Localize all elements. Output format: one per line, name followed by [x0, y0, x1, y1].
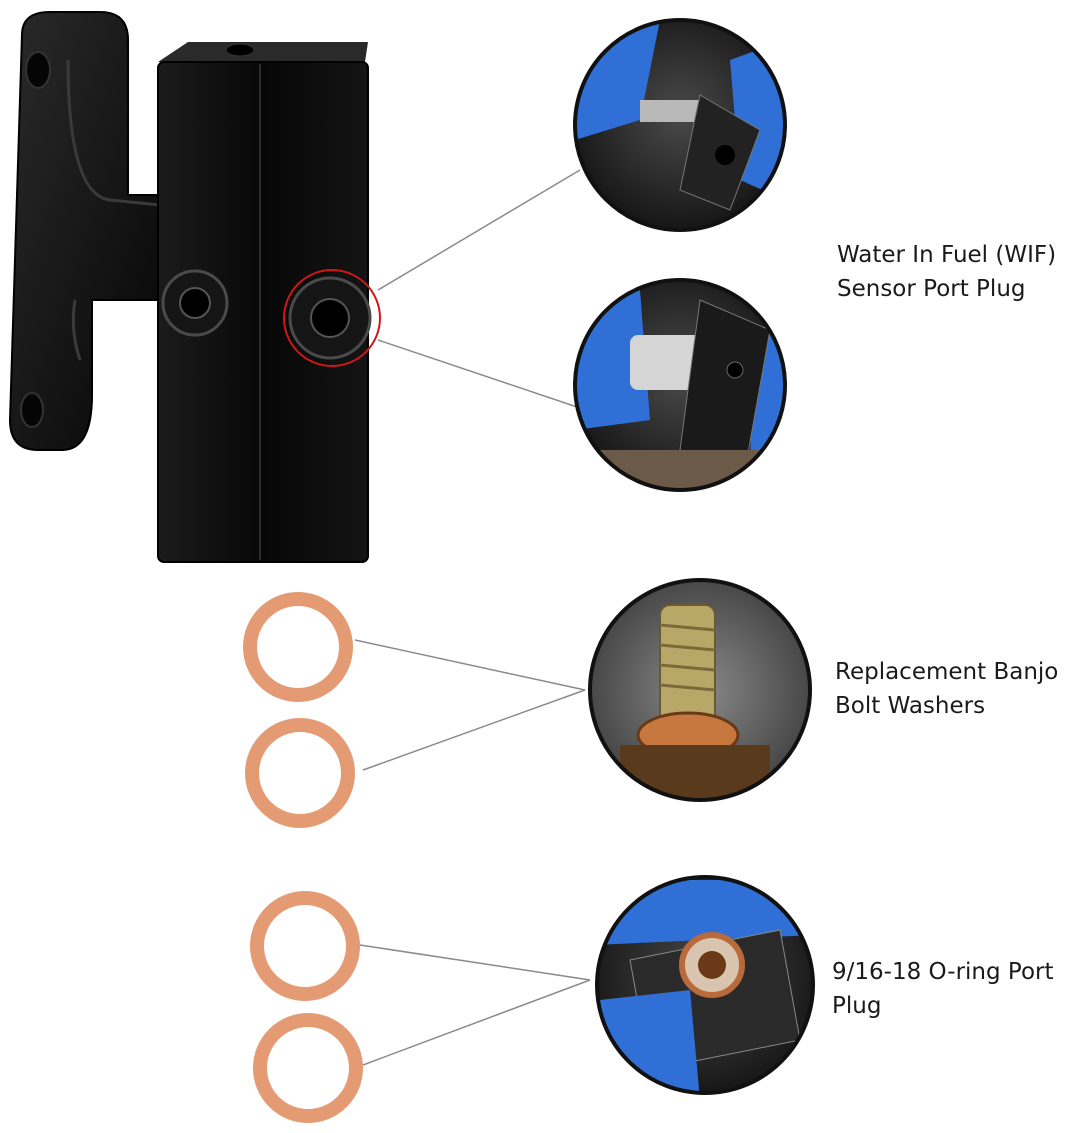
callout-banjo-bolt-washers: Replacement Banjo Bolt Washers [835, 655, 1058, 723]
photo-inset-banjo [590, 580, 810, 800]
copper-washers-banjo [243, 592, 355, 828]
callout-oring-port-plug: 9/16-18 O-ring Port Plug [832, 955, 1054, 1023]
callout-wif-line2: Sensor Port Plug [837, 276, 1026, 302]
leader-lines-oring [359, 944, 591, 1066]
callout-oring-line2: Plug [832, 993, 882, 1019]
h-bracket-product [8, 11, 381, 563]
highlight-circle [283, 269, 381, 367]
leader-lines-banjo [354, 639, 586, 771]
callout-banjo-line2: Bolt Washers [835, 693, 986, 719]
callout-oring-line1: 9/16-18 O-ring Port [832, 959, 1054, 985]
callout-wif-sensor-port-plug: Water In Fuel (WIF) Sensor Port Plug [837, 238, 1056, 306]
photo-inset-wif-2 [575, 280, 785, 490]
callout-wif-line1: Water In Fuel (WIF) [837, 242, 1057, 268]
leader-lines-wif [377, 169, 581, 409]
copper-washers-oring [250, 891, 363, 1123]
callout-banjo-line1: Replacement Banjo [835, 659, 1059, 685]
photo-inset-oring [597, 877, 813, 1093]
